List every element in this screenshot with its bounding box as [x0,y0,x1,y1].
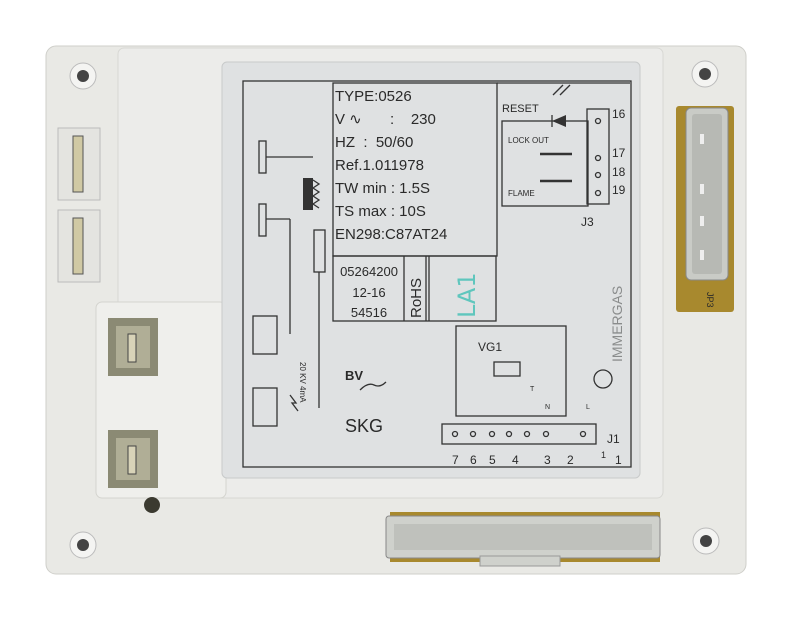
serial-line: 54516 [351,305,387,320]
voltage-value: : 230 [390,111,436,128]
pin-label: 19 [612,183,626,197]
spec-block: TYPE:0526 V ∿ : 230 HZ : 50/60 Ref.1.011… [335,88,447,243]
reset-label: RESET [502,103,539,115]
serial-line: 12-16 [352,285,385,300]
gas-valve-symbol [493,361,521,377]
j3-label: J3 [581,215,594,229]
handwritten-mark: LA1 [453,272,481,318]
mounting-hole [692,527,720,555]
label-sticker [221,61,641,479]
vg1-label: VG1 [478,340,502,354]
jp3-label: JP3 [705,292,715,308]
mounting-hole [691,60,719,88]
j3-pin-labels: 16 17 18 19 J3 [581,107,626,229]
neutral-label: N [545,404,550,411]
thermostat-label: T [530,386,535,393]
pin-label: 1 [615,453,622,467]
type-text: TYPE:0526 [335,88,412,105]
brand-logo: IMMERGAS [609,286,625,362]
j1-connector[interactable] [385,512,661,567]
j1-pin-labels: 7 6 5 4 3 2 1 1 J1 [452,432,622,467]
cert-mark: BV [345,368,363,383]
pin-label: 5 [489,453,496,467]
pin-label: 7 [452,453,459,467]
pin-label: 16 [612,107,626,121]
standard-text: EN298:C87AT24 [335,226,447,243]
hv-terminal [108,430,158,488]
mounting-hole [69,531,97,559]
spade-terminal [57,209,101,283]
mounting-hole [69,62,97,90]
ts-max-text: TS max : 10S [335,203,426,220]
pin-label: 6 [470,453,477,467]
hv-terminal [108,318,158,376]
j3-connector-symbol [586,108,610,205]
flame-label: FLAME [508,189,535,198]
j1-connector-symbol [441,423,597,445]
led-icon [552,115,566,127]
brand-emblem-icon [593,369,613,389]
transformer-core [303,178,313,210]
spark-icon [289,394,299,412]
pin-label: 1 [601,450,606,460]
j1-pin-dots [451,430,587,438]
label-border [242,80,632,468]
rohs-mark: RoHS [408,278,425,318]
pin-label: 17 [612,146,626,160]
spade-terminal [57,127,101,201]
pin-label: 3 [544,453,551,467]
tw-min-text: TW min : 1.5S [335,180,430,197]
lock-out-label: LOCK OUT [508,136,549,145]
pin-label: 18 [612,165,626,179]
pin-label: 2 [567,453,574,467]
pin-label: 4 [512,453,519,467]
hv-note: 20 KV 4mA [298,362,307,403]
line-label: L [586,404,590,411]
j1-label: J1 [607,432,620,446]
ref-text: Ref.1.011978 [335,157,424,174]
model-text: SKG [345,416,383,436]
voltage-symbol: V ∿ [335,111,362,128]
frequency-text: HZ : 50/60 [335,134,413,151]
serial-line: 05264200 [340,264,398,279]
serial-block: 05264200 12-16 54516 [340,264,398,320]
screw [144,497,160,513]
jp3-connector[interactable]: JP3 [676,106,734,312]
